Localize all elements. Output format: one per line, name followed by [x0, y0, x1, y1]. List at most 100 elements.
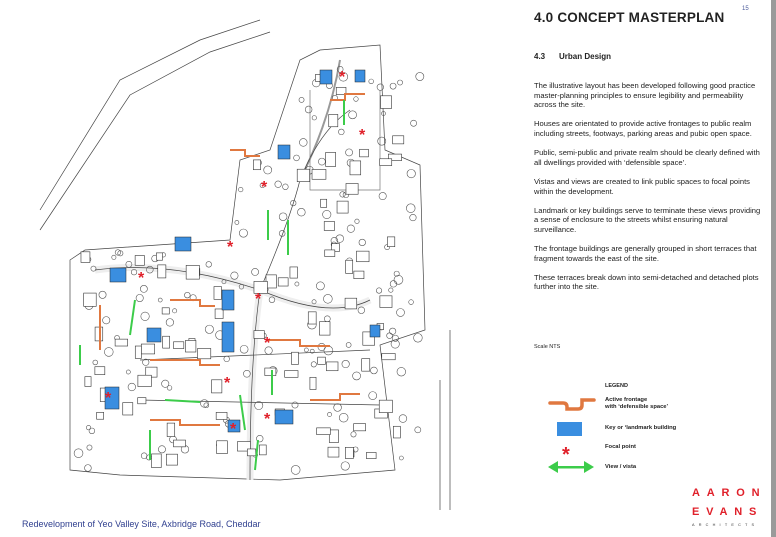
tree — [336, 66, 344, 73]
tree — [140, 452, 148, 459]
tree — [299, 138, 308, 147]
tree — [390, 339, 400, 349]
tree — [125, 369, 131, 375]
scale-note: Scale NTS — [534, 344, 561, 350]
view-vistas — [79, 100, 345, 471]
tree — [338, 72, 349, 82]
tree — [125, 261, 133, 268]
house — [356, 250, 370, 263]
tree — [166, 385, 173, 391]
tree — [345, 148, 353, 157]
house — [214, 308, 224, 319]
house — [378, 399, 393, 413]
logo-line-1: AARON — [692, 487, 767, 499]
legend-item-focal-point: Focal point — [605, 444, 636, 450]
house — [253, 330, 265, 339]
house — [381, 353, 396, 361]
house — [353, 270, 365, 279]
house — [335, 87, 347, 95]
tree — [368, 78, 374, 84]
tree — [256, 435, 264, 443]
tree — [391, 334, 399, 342]
tree — [251, 268, 259, 276]
page-number: 15 — [742, 6, 749, 12]
tree — [318, 157, 326, 166]
tree — [389, 82, 397, 90]
paragraph: Landmark or key buildings serve to termi… — [534, 205, 761, 234]
tree — [172, 308, 178, 314]
house — [216, 440, 228, 454]
house — [336, 200, 349, 214]
tree — [341, 359, 350, 369]
svg-text:*: * — [138, 270, 145, 287]
house — [264, 367, 277, 376]
section-number: 4.3 — [534, 52, 546, 61]
house — [323, 221, 335, 231]
houses — [80, 74, 405, 468]
tree — [406, 169, 416, 179]
tree — [92, 359, 98, 366]
svg-text:*: * — [261, 179, 268, 196]
house — [213, 286, 222, 300]
tree — [278, 212, 288, 221]
house — [345, 183, 359, 195]
blue-rectangle-icon — [557, 422, 582, 436]
house — [326, 361, 339, 372]
house — [140, 343, 155, 355]
tree — [263, 165, 273, 175]
paragraph: These terraces break down into semi-deta… — [534, 272, 759, 292]
house — [173, 439, 186, 448]
tree — [406, 203, 416, 213]
svg-text:*: * — [227, 239, 234, 256]
house — [349, 160, 362, 176]
house — [247, 448, 256, 457]
concept-masterplan-drawing: *** *** *** ** — [39, 19, 451, 510]
house — [392, 135, 405, 145]
tree — [316, 281, 325, 291]
tree — [86, 444, 93, 451]
house — [324, 249, 336, 257]
tree — [381, 111, 386, 116]
house — [393, 425, 401, 439]
tree — [338, 412, 349, 423]
tree — [409, 214, 417, 222]
tree — [158, 445, 166, 454]
tree — [86, 425, 92, 431]
svg-text:*: * — [264, 335, 271, 352]
house — [185, 340, 197, 353]
tree — [388, 287, 394, 293]
svg-text:*: * — [359, 127, 366, 144]
house — [328, 429, 339, 443]
tree — [311, 299, 317, 305]
tree — [324, 315, 331, 323]
house — [307, 311, 317, 325]
house — [345, 447, 354, 459]
tree — [357, 306, 366, 314]
tree — [304, 105, 313, 114]
house — [137, 374, 152, 387]
logo-line-3: ARCHITECTS — [692, 523, 759, 527]
house — [316, 427, 331, 435]
tree — [398, 414, 408, 423]
svg-text:*: * — [224, 375, 231, 392]
house — [345, 259, 354, 274]
house — [94, 326, 104, 342]
house — [379, 158, 393, 166]
house — [237, 441, 251, 452]
house — [162, 335, 170, 349]
landmark-buildings — [104, 69, 381, 433]
tree — [352, 371, 361, 381]
tree — [389, 327, 397, 335]
tree — [165, 318, 174, 327]
tree — [322, 210, 332, 219]
tree — [293, 154, 300, 162]
paragraph: The frontage buildings are generally gro… — [534, 244, 757, 263]
tree — [239, 228, 248, 238]
tree — [413, 333, 423, 343]
house — [83, 292, 97, 307]
house — [253, 281, 268, 294]
tree — [410, 119, 417, 127]
house — [361, 358, 371, 372]
tree — [243, 370, 251, 378]
tree — [230, 271, 239, 280]
